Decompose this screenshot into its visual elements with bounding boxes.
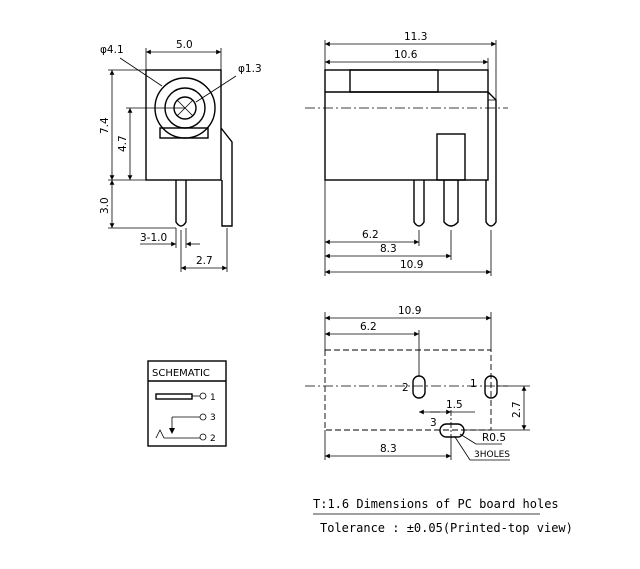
side-pin-a-label: 6.2	[362, 229, 379, 241]
side-pin-housing	[436, 133, 466, 181]
side-view: 11.3 10.6 6.2 8.3 10.9	[305, 31, 508, 276]
note-line-1: T:1.6 Dimensions of PC board holes	[313, 497, 559, 511]
front-pin-diameter-label: φ1.3	[238, 63, 262, 75]
pcb-holes-note: 3HOLES	[474, 450, 510, 460]
schematic-pin-1-label: 1	[210, 393, 216, 403]
side-pin-right	[485, 180, 497, 227]
pcb-vertical-label: 2.7	[511, 401, 523, 418]
pcb-hole-1	[484, 375, 498, 399]
pcb-pin-b-label: 8.3	[380, 443, 397, 455]
side-total-length-label: 11.3	[404, 31, 427, 43]
front-side-pin	[220, 127, 233, 227]
pcb-pin-3-label: 3	[430, 417, 437, 429]
pcb-pin-2-label: 2	[402, 382, 409, 394]
pcb-hole-3	[439, 423, 465, 438]
front-pin-spacing-label: 2.7	[196, 255, 213, 267]
front-total-height-label: 7.4	[99, 117, 111, 134]
pcb-hole-2	[412, 375, 426, 399]
front-width-label: 5.0	[176, 39, 193, 51]
schematic-pin-3-label: 3	[210, 413, 216, 423]
pcb-hole-view: 2 1 3 10.9 6.2 1.5 2.7 R0.5 3HOLES	[305, 305, 530, 461]
side-pin-b-label: 8.3	[380, 243, 397, 255]
pcb-pin-a-label: 6.2	[360, 321, 377, 333]
front-contact-bar	[159, 127, 209, 139]
front-pin-length-label: 3.0	[99, 197, 111, 214]
pcb-pin-1-label: 1	[470, 378, 477, 390]
side-pin-left	[413, 180, 425, 227]
front-pin-offset-label: 3-1.0	[140, 232, 167, 244]
pcb-total-label: 10.9	[398, 305, 421, 317]
note-line-2: Tolerance : ±0.05(Printed-top view)	[320, 521, 573, 535]
front-body-outline	[145, 69, 222, 181]
front-outer-diameter-label: φ4.1	[100, 44, 124, 56]
schematic-pin-2-label: 2	[210, 434, 216, 444]
schematic-title: SCHEMATIC	[152, 368, 210, 379]
front-view: 5.0 φ4.1 φ1.3 7.4 4.7 3.0 3-1.0 2.7	[99, 39, 262, 272]
front-center-height-label: 4.7	[117, 135, 129, 152]
schematic-box: SCHEMATIC 1 3 2	[147, 360, 227, 447]
pcb-footprint-outline	[324, 349, 492, 431]
side-pin-middle	[443, 180, 459, 227]
pcb-radius-label: R0.5	[482, 432, 506, 444]
notes-block: T:1.6 Dimensions of PC board holes Toler…	[313, 497, 573, 535]
side-top-tab	[349, 69, 439, 93]
side-pin-c-label: 10.9	[400, 259, 423, 271]
pcb-spacing-label: 1.5	[446, 399, 463, 411]
front-bottom-pin	[175, 180, 187, 227]
side-body-length-label: 10.6	[394, 49, 418, 61]
